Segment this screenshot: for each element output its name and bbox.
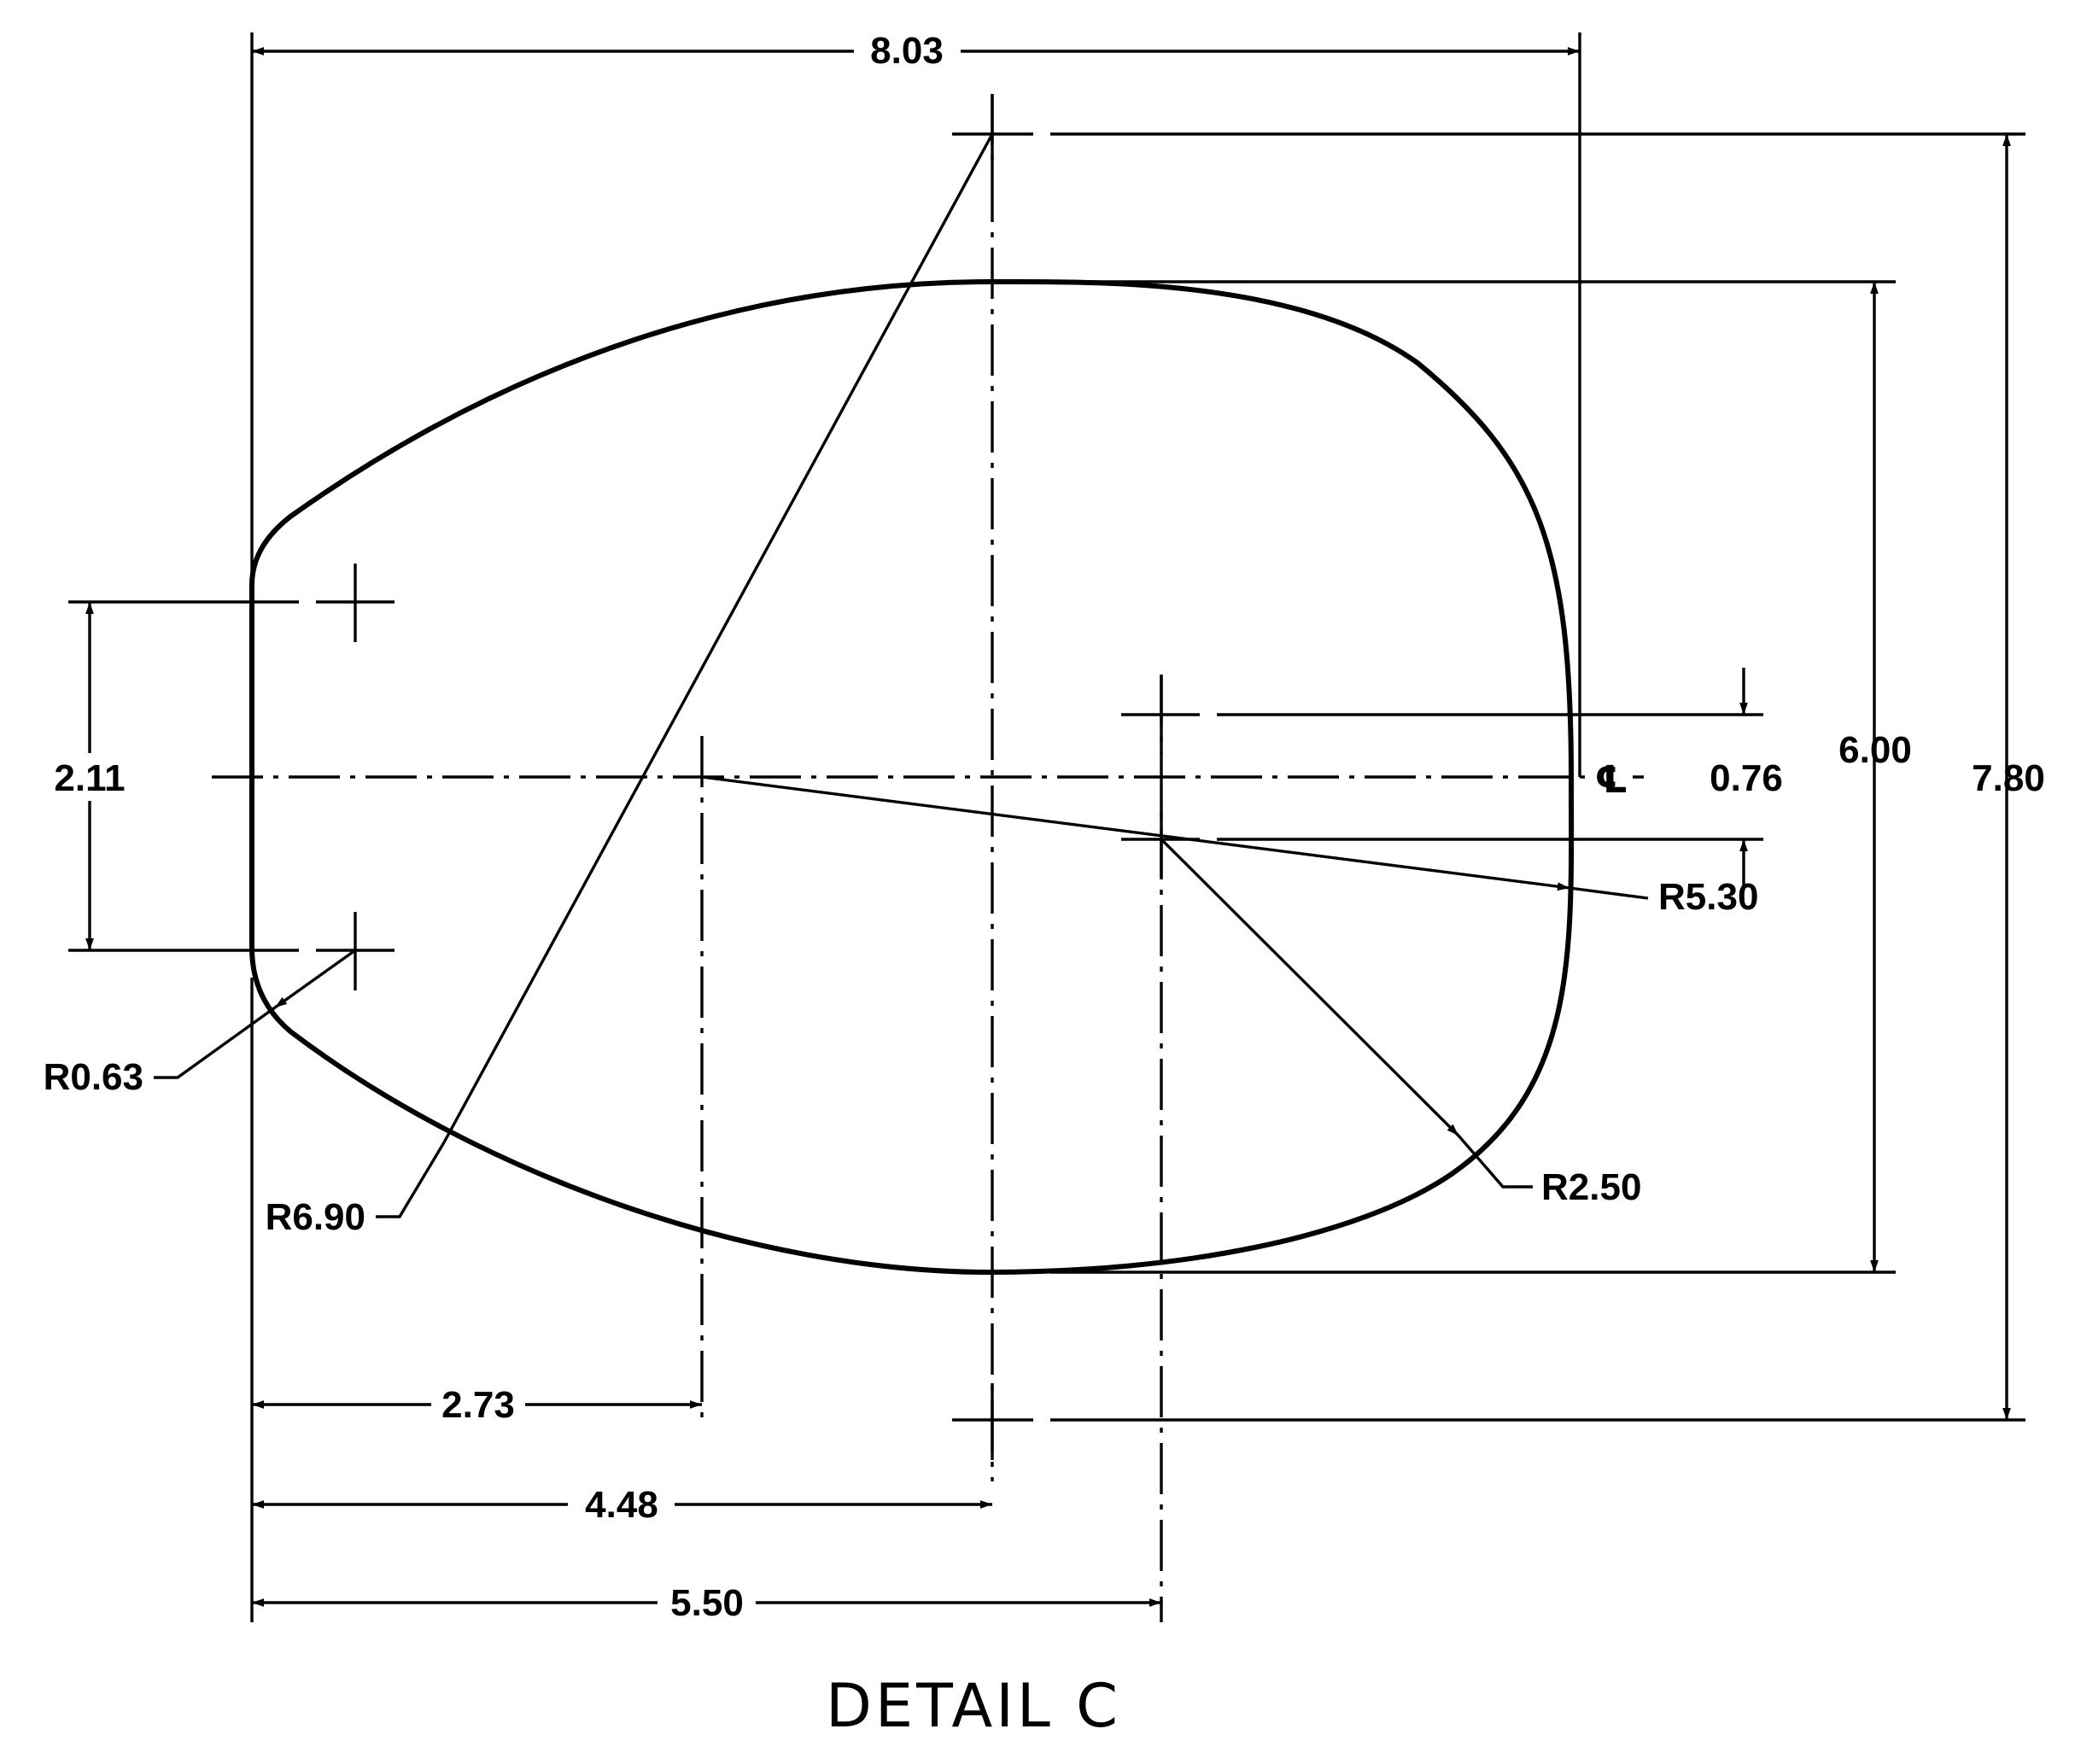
part-outline: [249, 278, 1575, 1275]
radius-r2-50: R2.50: [1541, 1166, 1641, 1208]
center-mark-upper-left: [316, 564, 395, 642]
dim-offset-right: 0.76: [1710, 757, 1783, 799]
center-mark-bottom: [952, 1383, 1033, 1460]
radius-r6-90: R6.90: [266, 1196, 365, 1238]
dim-hole-spacing: 2.11: [54, 757, 125, 799]
radius-r5-30: R5.30: [1658, 876, 1758, 918]
detail-title: DETAIL C: [826, 1671, 1121, 1741]
center-mark-upper-right: [1121, 676, 1200, 753]
dim-overall-width: 8.03: [870, 30, 944, 72]
dim-5-50: 5.50: [670, 1582, 744, 1624]
dim-overall-height: 7.80: [1972, 757, 2045, 799]
centerline-symbol: ℄: [1594, 759, 1628, 801]
center-mark-top: [952, 94, 1033, 171]
dim-4-48: 4.48: [585, 1484, 658, 1526]
dim-body-height: 6.00: [1838, 729, 1912, 771]
radius-r0-63: R0.63: [44, 1056, 143, 1098]
dim-2-73: 2.73: [441, 1384, 515, 1426]
